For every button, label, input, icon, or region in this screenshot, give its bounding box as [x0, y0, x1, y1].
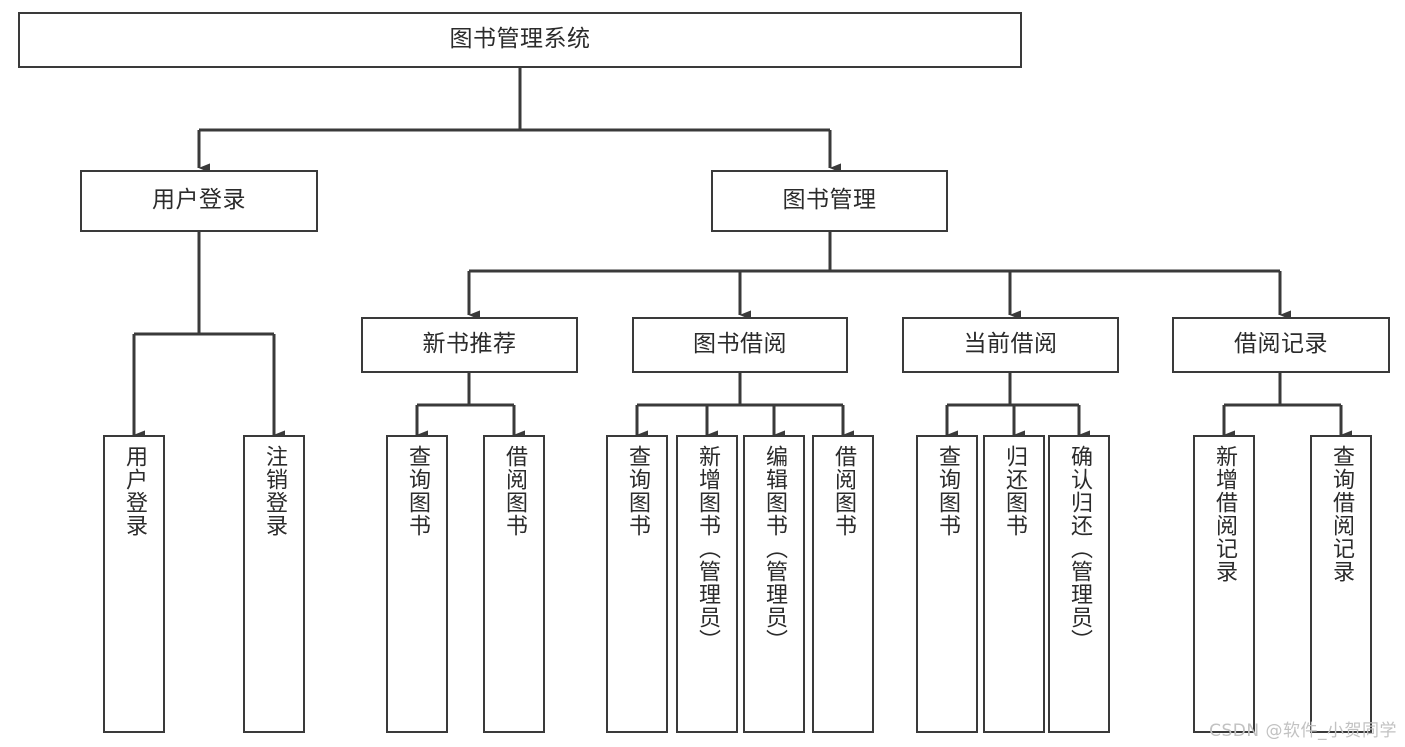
node-label: 图书管理: [782, 187, 877, 214]
node-leaf-borrow-borrow-book[interactable]: 借阅图书: [812, 435, 874, 733]
node-label: 查询图书: [935, 445, 960, 537]
node-label: 用户登录: [122, 445, 147, 537]
node-current-borrow[interactable]: 当前借阅: [902, 317, 1119, 373]
node-label: 当前借阅: [963, 331, 1058, 358]
node-label: 借阅图书: [502, 445, 527, 537]
node-label: 查询图书: [405, 445, 430, 537]
node-user-login[interactable]: 用户登录: [80, 170, 318, 232]
node-label: 编辑图书（管理员）: [762, 445, 787, 652]
node-label: 新增借阅记录: [1212, 445, 1237, 583]
node-label: 查询借阅记录: [1329, 445, 1354, 583]
node-label: 查询图书: [625, 445, 650, 537]
node-label: 确认归还（管理员）: [1067, 445, 1092, 652]
node-book-management[interactable]: 图书管理: [711, 170, 948, 232]
node-root-system[interactable]: 图书管理系统: [18, 12, 1022, 68]
node-leaf-borrow-add-book-admin[interactable]: 新增图书（管理员）: [676, 435, 738, 733]
node-label: 借阅图书: [831, 445, 856, 537]
node-leaf-borrow-query-book[interactable]: 查询图书: [606, 435, 668, 733]
node-leaf-record-query[interactable]: 查询借阅记录: [1310, 435, 1372, 733]
node-label: 图书借阅: [693, 331, 787, 358]
node-borrow-record[interactable]: 借阅记录: [1172, 317, 1390, 373]
node-label: 新增图书（管理员）: [695, 445, 720, 652]
node-leaf-new-book-borrow[interactable]: 借阅图书: [483, 435, 545, 733]
node-label: 借阅记录: [1234, 331, 1328, 358]
node-leaf-user-login-signin[interactable]: 用户登录: [103, 435, 165, 733]
node-book-borrow[interactable]: 图书借阅: [632, 317, 848, 373]
node-leaf-current-query-book[interactable]: 查询图书: [916, 435, 978, 733]
node-label: 新书推荐: [422, 331, 517, 358]
node-leaf-current-confirm-return-admin[interactable]: 确认归还（管理员）: [1048, 435, 1110, 733]
node-label: 归还图书: [1002, 445, 1027, 537]
node-leaf-record-add[interactable]: 新增借阅记录: [1193, 435, 1255, 733]
node-leaf-current-return-book[interactable]: 归还图书: [983, 435, 1045, 733]
node-leaf-new-book-query[interactable]: 查询图书: [386, 435, 448, 733]
node-label: 用户登录: [152, 187, 246, 214]
node-label: 图书管理系统: [449, 26, 591, 53]
node-new-book-recommend[interactable]: 新书推荐: [361, 317, 578, 373]
node-leaf-borrow-edit-book-admin[interactable]: 编辑图书（管理员）: [743, 435, 805, 733]
node-leaf-user-login-signout[interactable]: 注销登录: [243, 435, 305, 733]
node-label: 注销登录: [262, 445, 287, 537]
